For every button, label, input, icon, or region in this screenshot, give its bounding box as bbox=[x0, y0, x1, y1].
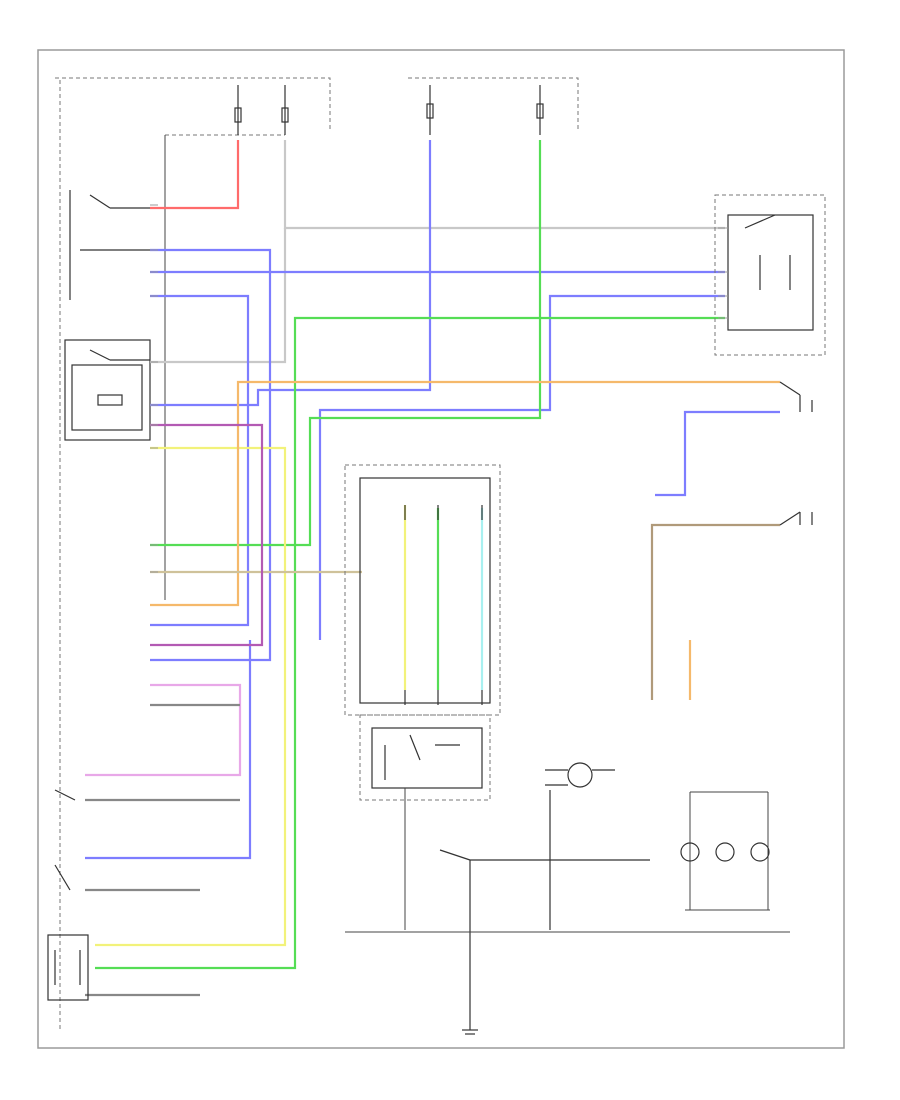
ac-relay-inner bbox=[71, 364, 143, 431]
wire-green-1 bbox=[150, 140, 542, 547]
blower-resistor-elements bbox=[384, 734, 460, 780]
ac-compressor-clutch-box bbox=[47, 934, 89, 1001]
wire-blue-6 bbox=[655, 410, 780, 497]
ac-compressor-relay-box bbox=[64, 339, 151, 441]
switch-icon bbox=[69, 190, 150, 300]
hot-in-run-box bbox=[408, 77, 579, 130]
wire-orange-1 bbox=[150, 380, 780, 607]
relay-coil-icon bbox=[97, 394, 123, 406]
blower-resistor-inner bbox=[371, 727, 483, 789]
ground-icon bbox=[462, 940, 478, 1035]
fuse-group-left bbox=[234, 85, 289, 135]
ac-clutch-coil bbox=[54, 950, 81, 985]
wire-blue-1 bbox=[150, 248, 272, 662]
fuse-group-right bbox=[426, 85, 544, 135]
lamp-icon bbox=[750, 842, 770, 862]
blower-switch-box bbox=[344, 464, 501, 716]
wire-blue-7 bbox=[85, 640, 252, 860]
diagram-border bbox=[37, 49, 845, 1049]
right-relay-inner bbox=[727, 214, 814, 331]
illumination-lamps bbox=[680, 791, 770, 911]
right-relay-box bbox=[714, 194, 826, 356]
lamp-switch bbox=[439, 849, 650, 940]
wire-green-2 bbox=[95, 316, 725, 970]
wire-pink bbox=[85, 683, 242, 777]
wire-blue-4 bbox=[150, 294, 250, 627]
blower-motor bbox=[567, 762, 593, 788]
wire-blue-5 bbox=[318, 294, 725, 640]
wire-gray bbox=[283, 140, 725, 230]
wire-yellow-1 bbox=[95, 446, 287, 947]
left-sensor-switch bbox=[54, 789, 76, 891]
pressure-switch-2 bbox=[779, 511, 813, 526]
wire-blue-3 bbox=[150, 140, 432, 407]
lamp-icon bbox=[680, 842, 700, 862]
right-relay-switch bbox=[744, 214, 791, 290]
wire-red bbox=[150, 140, 240, 210]
fuse-block-frame bbox=[164, 134, 285, 340]
lamp-icon bbox=[715, 842, 735, 862]
pressure-switch-1 bbox=[779, 381, 813, 412]
blower-switch-inner bbox=[359, 477, 491, 704]
ac-relay-switch bbox=[89, 349, 150, 361]
connector-ticks bbox=[150, 204, 728, 573]
blower-switch-contacts bbox=[404, 505, 483, 705]
blower-resistor-box bbox=[359, 714, 491, 801]
hot-at-all-times-box bbox=[55, 77, 331, 130]
wire-purple bbox=[150, 423, 264, 647]
blower-motor-leads bbox=[545, 769, 615, 930]
wire-tan-2 bbox=[650, 523, 780, 700]
